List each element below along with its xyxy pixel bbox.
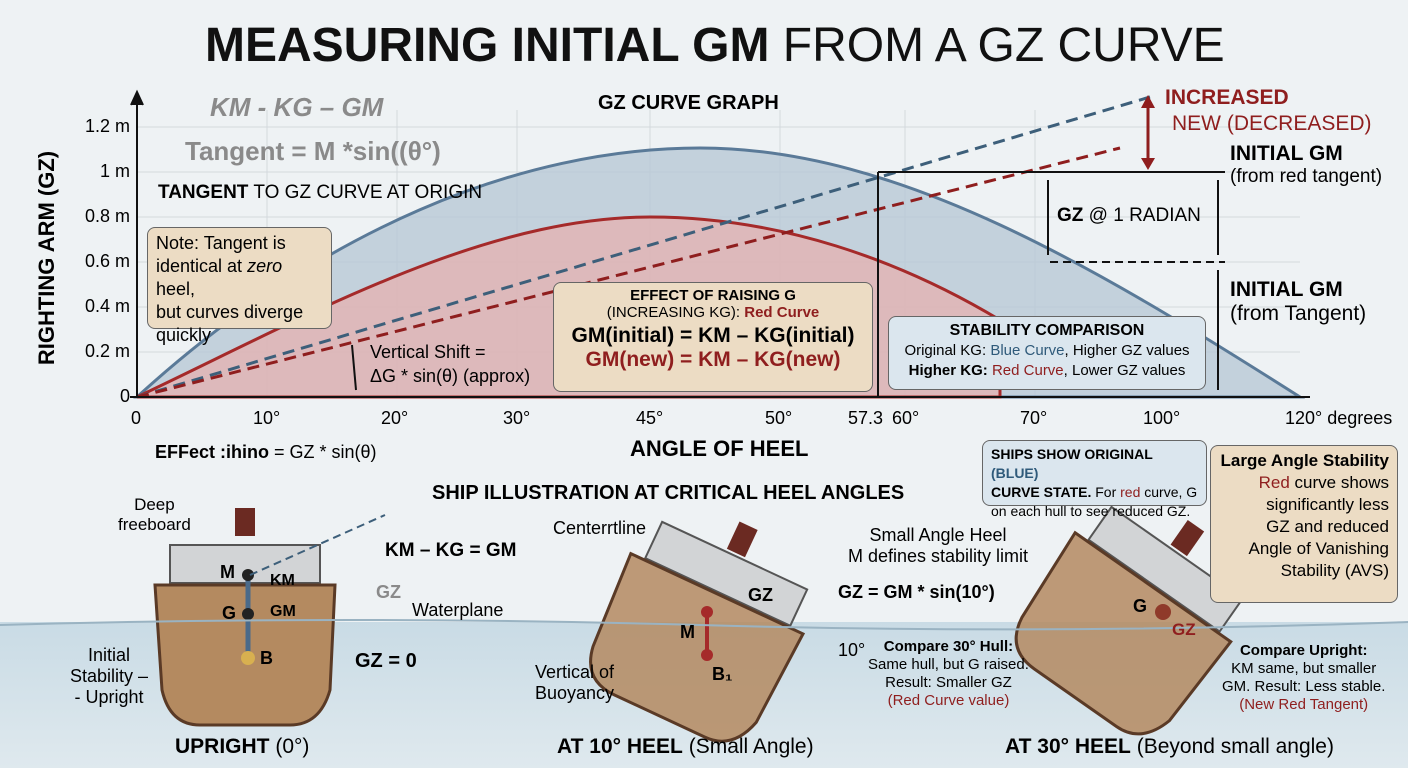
x-tick: 30° [503, 408, 531, 428]
y-tick: 1 m [99, 161, 130, 181]
y-tick: 0.8 m [84, 206, 130, 226]
point-g: G [222, 603, 237, 623]
stability-comparison-box: STABILITY COMPARISON Original KG: Blue C… [888, 316, 1206, 390]
graph-heading: GZ CURVE GRAPH [598, 92, 779, 114]
centerline-label: Centerrtline [553, 518, 647, 538]
x-tick: 120° degrees [1285, 408, 1393, 428]
x-tick: 20° [381, 408, 409, 428]
compare-30-label: Compare 30° Hull:Same hull, but G raised… [868, 638, 1029, 709]
x-tick: 100° [1143, 408, 1181, 428]
y-tick: 1.2 m [84, 116, 130, 136]
red-tangent [136, 146, 1121, 399]
effect-of-raising-g-box: EFFECT OF RAISING G (INCREASING KG): Red… [553, 282, 873, 392]
caption-upright: UPRIGHT (0°) [175, 735, 310, 758]
gz-gm-sin-formula: GZ = GM * sin(10°) [838, 582, 995, 602]
tangent-label: TANGENT TO GZ CURVE AT ORIGIN [158, 182, 483, 203]
point-b1: B₁ [712, 664, 733, 684]
x-tick: 0 [131, 408, 142, 428]
y-tick: 0.2 m [84, 341, 130, 361]
blue-tangent [136, 95, 1151, 399]
y-axis-label: RIGHTING ARM (GZ) [34, 150, 60, 366]
ships-show-original-callout: SHIPS SHOW ORIGINAL (BLUE) CURVE STATE. … [982, 440, 1207, 519]
ship-30deg [1014, 505, 1244, 736]
x-tick: 10° [253, 408, 281, 428]
effect-formula: EFFect :ihino = GZ * sin(θ) [155, 442, 377, 462]
y-tick: 0.4 m [84, 296, 130, 316]
point-b: B [260, 648, 273, 668]
increased-label: INCREASED [1165, 86, 1289, 109]
km-marker: KM [270, 572, 295, 589]
x-tick: 50° [765, 408, 793, 428]
formula-km-kg-gm: KM - KG – GM [210, 92, 384, 122]
large-angle-stability-box: Large Angle Stability Red curve shows si… [1210, 445, 1398, 603]
point-m: M [220, 562, 235, 582]
page-title: MEASURING INITIAL GM FROM A GZ CURVE [205, 19, 1225, 72]
x-tick: 70° [1020, 408, 1048, 428]
caption-10deg: AT 10° HEEL (Small Angle) [557, 735, 814, 758]
x-tick: 57.3 [848, 408, 884, 428]
ships-heading: SHIP ILLUSTRATION AT CRITICAL HEEL ANGLE… [432, 482, 905, 504]
y-tick: 0.6 m [84, 251, 130, 271]
ship-10deg [589, 520, 809, 743]
gz-10: GZ [748, 585, 773, 605]
formula-tangent: Tangent = M *sin((θ°) [185, 136, 441, 166]
y-tick: 0 [119, 386, 130, 406]
x-tick: 60° [892, 408, 920, 428]
point-g-30: G [1133, 596, 1148, 616]
vertical-shift-label: Vertical Shift =ΔG * sin(θ) (approx) [370, 342, 531, 386]
caption-30deg: AT 30° HEEL (Beyond small angle) [1005, 735, 1334, 758]
angle-10-label: 10° [838, 640, 866, 660]
new-decreased-label: NEW (DECREASED) [1172, 112, 1372, 135]
waterline [0, 619, 1408, 631]
gz-at-1-radian: GZ @ 1 RADIAN [1057, 205, 1201, 226]
gm-marker: GM [270, 603, 296, 620]
point-m-10: M [680, 622, 695, 642]
gz-zero-label: GZ = 0 [355, 650, 417, 672]
gz-30: GZ [1172, 620, 1196, 639]
x-axis-label: ANGLE OF HEEL [630, 436, 809, 461]
x-tick: 45° [636, 408, 664, 428]
gz-label: GZ [376, 582, 401, 602]
waterplane-label: Waterplane [412, 600, 504, 620]
note-callout: Note: Tangent is identical at zero heel,… [147, 227, 332, 345]
initial-gm-red-label: INITIAL GM(from red tangent) [1230, 142, 1383, 187]
km-kg-gm-label: KM – KG = GM [385, 540, 517, 561]
initial-gm-tangent-label: INITIAL GM(from Tangent) [1230, 278, 1367, 325]
